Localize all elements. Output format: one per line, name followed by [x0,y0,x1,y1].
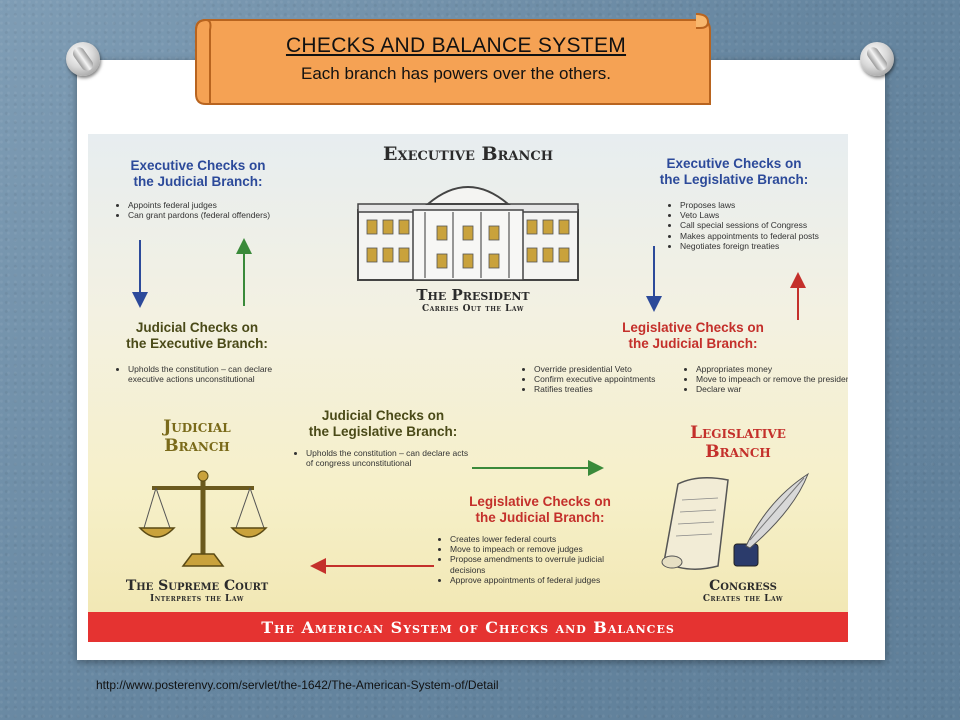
list-item: Upholds the constitution – can declare a… [306,448,476,468]
list-item: Move to impeach or remove the president [696,374,848,384]
exec-on-legislative-heading: Executive Checks on the Legislative Bran… [634,156,834,187]
executive-caption: The President [416,286,530,304]
heading-line: the Judicial Branch: [628,335,758,351]
list-item: Proposes laws [680,200,848,210]
heading-line: the Judicial Branch: [475,509,605,525]
pushpin-icon [860,42,894,76]
checks-balances-poster: Executive Branch The President Carries O… [88,134,848,642]
judicial-branch-heading: Judicial Branch [132,418,262,455]
list-item: Can grant pardons (federal offenders) [128,210,278,220]
list-item: Override presidential Veto [534,364,664,374]
list-item: Move to impeach or remove judges [450,544,640,554]
list-item: Veto Laws [680,210,848,220]
list-item: Upholds the constitution – can declare e… [128,364,288,384]
judicial-sub: Interprets the Law [150,594,244,604]
heading-line: the Legislative Branch: [308,423,458,439]
heading-line: Branch [164,435,230,456]
legislative-sub: Creates the Law [702,594,784,604]
heading-line: Branch [705,441,771,462]
heading-line: Judicial Checks on [135,320,259,335]
judicial-on-legislative-list: Upholds the constitution – can declare a… [294,448,476,468]
source-url[interactable]: http://www.posterenvy.com/servlet/the-16… [96,678,499,692]
executive-branch-heading: Executive Branch [383,143,553,165]
list-item: Ratifies treaties [534,384,664,394]
judicial-on-exec-heading: Judicial Checks on the Executive Branch: [102,320,292,351]
poster-footer-band: The American System of Checks and Balanc… [88,612,848,642]
list-item: Appoints federal judges [128,200,278,210]
judicial-on-exec-list: Upholds the constitution – can declare e… [116,364,288,384]
heading-line: Legislative Checks on [622,320,764,335]
judicial-caption: The Supreme Court [125,578,269,594]
check-arrows [132,238,806,574]
list-item: Negotiates foreign treaties [680,241,848,251]
slide-subtitle: Each branch has powers over the others. [301,64,611,83]
heading-line: Executive Checks on [666,156,802,171]
exec-on-judicial-heading: Executive Checks on the Judicial Branch: [108,158,288,189]
heading-line: the Judicial Branch: [133,173,263,189]
legislative-branch-heading: Legislative Branch [648,424,828,461]
heading-line: Judicial Checks on [321,408,445,423]
executive-sub: Carries Out the Law [421,304,525,314]
legislative-on-judicial-list: Creates lower federal courts Move to imp… [438,534,640,585]
title-banner: CHECKS AND BALANCE SYSTEM Each branch ha… [192,12,712,106]
poster-footer-text: The American System of Checks and Balanc… [261,617,675,637]
heading-line: Judicial [163,417,231,437]
list-item: Appropriates money [696,364,848,374]
white-house-icon [357,186,579,281]
heading-line: Legislative Checks on [469,494,611,509]
scales-of-justice-icon [138,470,268,567]
list-item: Creates lower federal courts [450,534,640,544]
scroll-and-quill-icon [661,472,810,570]
scroll-banner-shape [195,13,711,105]
list-item: Declare war [696,384,848,394]
list-item: Approve appointments of federal judges [450,575,640,585]
legislative-on-exec-heading: Legislative Checks on the Judicial Branc… [593,320,793,351]
exec-on-judicial-list: Appoints federal judges Can grant pardon… [116,200,278,220]
list-item: Call special sessions of Congress [680,220,848,230]
exec-on-legislative-list: Proposes laws Veto Laws Call special ses… [668,200,848,251]
heading-line: Executive Checks on [130,158,266,173]
heading-line: Legislative [690,423,786,443]
list-item: Makes appointments to federal posts [680,231,848,241]
heading-line: the Executive Branch: [126,335,268,351]
legislative-on-exec-list-right: Appropriates money Move to impeach or re… [684,364,848,395]
list-item: Confirm executive appointments [534,374,664,384]
slide-title: CHECKS AND BALANCE SYSTEM [285,34,627,57]
heading-line: the Legislative Branch: [659,171,809,187]
legislative-on-judicial-heading: Legislative Checks on the Judicial Branc… [440,494,640,525]
legislative-on-exec-list-left: Override presidential Veto Confirm execu… [522,364,664,395]
legislative-caption: Congress [709,578,777,594]
list-item: Propose amendments to overrule judicial … [450,554,640,574]
pushpin-icon [66,42,100,76]
judicial-on-legislative-heading: Judicial Checks on the Legislative Branc… [278,408,488,439]
